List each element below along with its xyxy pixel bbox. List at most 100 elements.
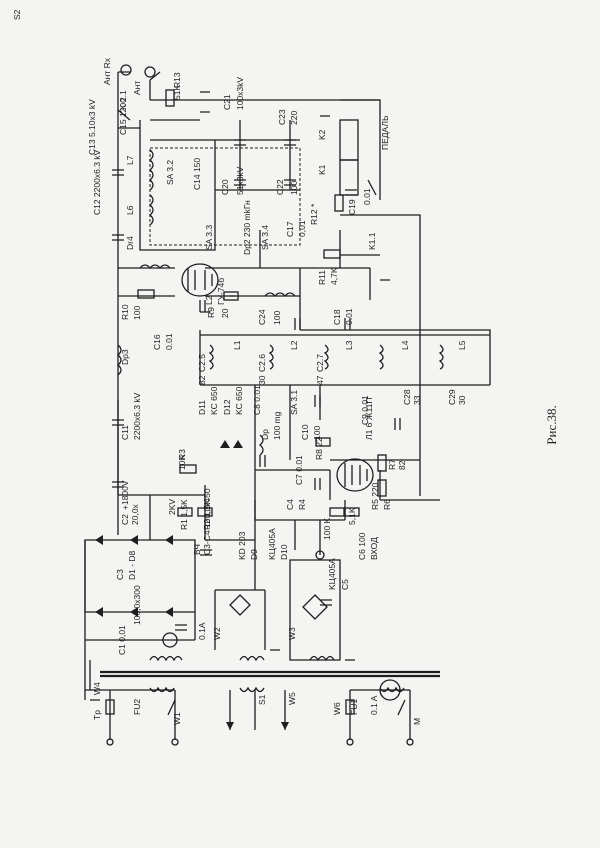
component-label: 0.01	[344, 308, 354, 325]
component-label: C17	[285, 221, 295, 237]
component-label: C2.7	[315, 354, 325, 372]
mains-terminal-1	[106, 738, 114, 746]
component-label: W2	[212, 627, 222, 640]
diodes	[95, 440, 328, 620]
ammeter	[162, 632, 178, 648]
component-label: Л1 6 Ж11П	[364, 397, 374, 440]
component-label: 220	[289, 111, 299, 125]
component-label: C28	[402, 389, 412, 405]
component-label: 30	[457, 395, 467, 405]
figure-caption: Рис.38.	[544, 405, 559, 444]
component-label: C19	[347, 199, 357, 215]
component-label: C1 0,01	[117, 625, 127, 655]
mains-terminal-4	[406, 738, 414, 746]
component-label: 100	[272, 311, 282, 325]
component-label: Dp	[260, 429, 270, 440]
component-label: SA 3.3	[204, 225, 214, 250]
ground-symbols	[90, 91, 390, 701]
component-label: C14 150	[192, 158, 202, 190]
component-label: 100	[132, 306, 142, 320]
component-label: L1	[232, 340, 242, 350]
component-label: C10	[300, 424, 310, 440]
component-label: 0,01	[297, 220, 307, 237]
component-label: 100,0x300	[132, 585, 142, 625]
component-label: K1	[317, 164, 327, 175]
component-label: W1	[172, 712, 182, 725]
mains-terminal-2	[171, 738, 179, 746]
component-label: FU1	[349, 699, 359, 715]
fuses	[105, 699, 355, 715]
component-label: D10	[279, 544, 289, 560]
component-label: C15 1200	[118, 98, 128, 135]
arrows	[226, 722, 289, 730]
relay-coils	[339, 119, 359, 196]
component-label: L2	[204, 295, 214, 305]
rf-input-jack	[315, 550, 325, 560]
component-label: 33	[412, 395, 422, 405]
component-label: R2 1,5K	[202, 499, 212, 530]
component-label: SA 3.4	[260, 225, 270, 250]
component-label: C16	[152, 334, 162, 350]
component-label: L5	[457, 340, 467, 350]
antenna-jack	[144, 66, 156, 78]
component-label: 0.1A	[197, 622, 207, 640]
component-label: C22	[275, 179, 285, 195]
component-label: +1800V	[120, 480, 130, 510]
component-label: W6	[332, 702, 342, 715]
transformer-cores	[100, 670, 440, 678]
component-label: KЦ405А	[267, 528, 277, 560]
component-label: D12	[222, 399, 232, 415]
component-label: R7	[387, 459, 397, 470]
component-label: W4	[92, 682, 102, 695]
component-label: D9	[249, 549, 259, 560]
component-label: 4,7K	[329, 267, 339, 285]
component-label: C3	[115, 569, 125, 580]
component-label: L6	[125, 205, 135, 215]
component-label: 5,1K	[347, 507, 357, 525]
component-label: R9	[206, 307, 216, 318]
component-label: L4	[400, 340, 410, 350]
tube-gu74b	[181, 263, 219, 297]
component-label: 20,0x	[130, 503, 140, 525]
component-label: 47	[315, 375, 325, 385]
component-label: K1.1	[367, 232, 377, 250]
component-label: K 2.1	[118, 90, 128, 110]
component-label: 100 K	[322, 517, 332, 540]
component-label: R12 *	[309, 203, 319, 225]
component-label: C20	[220, 179, 230, 195]
resistors	[137, 89, 387, 517]
component-label: R10	[120, 304, 130, 320]
component-label: KC 650	[234, 386, 244, 415]
component-label: R13	[172, 72, 182, 88]
component-label: C18	[332, 309, 342, 325]
component-label: C12 2200x6.3 kV	[92, 149, 102, 215]
component-label: L3	[344, 340, 354, 350]
component-label: R8 22	[314, 437, 324, 460]
component-label: KC 650	[209, 386, 219, 415]
component-label: ВХОД	[369, 537, 379, 560]
component-label: C8 0.01	[252, 385, 262, 415]
component-label: ПЕДАЛЬ	[380, 115, 390, 150]
component-label: C24	[257, 309, 267, 325]
component-label: C2.5	[197, 354, 207, 372]
component-label: ГУ-74б	[216, 278, 226, 305]
component-label: R11	[317, 270, 327, 285]
component-label: 100	[289, 181, 299, 195]
component-label: D1 - D8	[127, 550, 137, 580]
component-label: Ант	[132, 81, 142, 95]
component-label: Tp	[92, 710, 102, 720]
component-label: C4	[285, 499, 295, 510]
inductors	[116, 149, 444, 693]
capacitors	[112, 139, 401, 631]
tube-6zh11p	[336, 458, 374, 492]
component-label: S2	[12, 9, 22, 20]
component-label: SA 3.1	[289, 390, 299, 415]
component-label: C13 5.10x3 kV	[87, 99, 97, 155]
tubes	[181, 263, 374, 492]
component-label: R4	[297, 499, 307, 510]
component-label: R3	[177, 449, 187, 460]
component-label: 51K	[172, 85, 182, 100]
component-label: 100x3kV	[235, 77, 245, 110]
component-label: Dp3	[120, 349, 130, 365]
